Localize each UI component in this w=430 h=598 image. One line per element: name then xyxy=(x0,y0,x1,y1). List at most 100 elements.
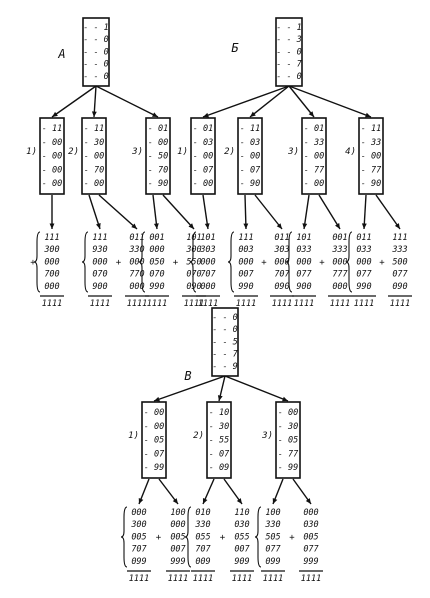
result-digits: 330 xyxy=(128,245,144,255)
result-digits: 033 xyxy=(296,245,311,255)
child-number: 3) xyxy=(287,147,299,157)
result-brace xyxy=(184,506,192,568)
total-digits: 1111 xyxy=(272,299,292,309)
child-value: - 11 xyxy=(84,124,104,134)
total-digits: 1111 xyxy=(390,299,410,309)
result-digits: 990 xyxy=(238,282,253,292)
child-box xyxy=(206,401,232,479)
child-number: 4) xyxy=(345,147,356,157)
child-box xyxy=(275,401,301,479)
child-value: - 00 xyxy=(148,138,168,148)
result-digits: 050 xyxy=(149,257,164,267)
child-number: 3) xyxy=(261,431,273,441)
result-digits: 000 xyxy=(200,257,215,267)
result-digits: 111 xyxy=(238,233,253,243)
root-value: - - 0 xyxy=(83,60,109,70)
result-brace xyxy=(138,231,146,293)
result-arrow-head xyxy=(138,498,144,504)
result-digits: 077 xyxy=(296,270,312,280)
result-arrow xyxy=(318,194,341,230)
child-value: - 00 xyxy=(304,179,324,189)
child-value: - 03 xyxy=(240,138,260,148)
result-digits: 010 xyxy=(195,508,210,518)
result-digits: 700 xyxy=(44,270,59,280)
result-digits: 900 xyxy=(296,282,311,292)
result-digits: 070 xyxy=(92,270,107,280)
child-value: - 30 xyxy=(209,422,229,432)
result-digits: 707 xyxy=(200,270,216,280)
child-value: - 00 xyxy=(42,165,62,175)
total-digits: 1111 xyxy=(90,299,110,309)
result-arrow-head xyxy=(361,223,367,229)
result-digits: 333 xyxy=(331,245,347,255)
child-box xyxy=(301,117,327,195)
child-value: - 70 xyxy=(84,165,104,175)
child-value: - 77 xyxy=(304,165,325,175)
result-digits: 000 xyxy=(332,257,347,267)
root-value: - - 9 xyxy=(212,362,238,372)
root-value: - - 3 xyxy=(276,35,302,45)
result-brace xyxy=(285,231,293,293)
result-digits: 101 xyxy=(296,233,311,243)
result-digits: 055 xyxy=(195,532,210,542)
result-arrow xyxy=(162,194,195,230)
result-arrow-head xyxy=(188,223,194,229)
result-digits: 001 xyxy=(332,233,347,243)
total-digits: 1111 xyxy=(232,574,252,584)
result-digits: 999 xyxy=(303,557,318,567)
panel-label: В xyxy=(184,369,191,383)
plus-sign: + xyxy=(116,258,122,268)
result-digits: 300 xyxy=(43,245,59,255)
root-value: - - 0 xyxy=(83,47,109,57)
result-digits: 110 xyxy=(234,508,249,518)
child-number: 2) xyxy=(68,147,79,157)
tree-edge-arrow-head xyxy=(203,112,209,118)
plus-sign: + xyxy=(156,533,162,543)
result-arrow-head xyxy=(272,498,278,504)
root-value: - - 5 xyxy=(212,337,238,347)
child-value: - 01 xyxy=(193,124,213,134)
result-digits: 000 xyxy=(332,282,347,292)
result-digits: 111 xyxy=(44,233,59,243)
panel-label: Б xyxy=(231,41,239,55)
result-arrow-head xyxy=(302,223,308,229)
result-digits: 000 xyxy=(131,508,146,518)
tree-edge-arrow-head xyxy=(365,112,371,118)
total-digits: 1111 xyxy=(129,574,149,584)
child-value: - 30 xyxy=(278,422,298,432)
child-number: 2) xyxy=(193,431,204,441)
child-value: - 00 xyxy=(361,152,381,162)
plus-sign: + xyxy=(220,533,226,543)
result-digits: 990 xyxy=(149,282,164,292)
child-value: - 10 xyxy=(209,408,229,418)
result-digits: 007 xyxy=(170,545,186,555)
total-digits: 1111 xyxy=(127,299,147,309)
child-value: - 70 xyxy=(148,165,168,175)
result-brace xyxy=(227,231,235,293)
result-digits: 030 xyxy=(303,520,318,530)
child-value: - 00 xyxy=(84,152,104,162)
result-digits: 111 xyxy=(92,233,107,243)
child-box xyxy=(237,117,263,195)
child-value: - 33 xyxy=(304,138,324,148)
total-digits: 1111 xyxy=(330,299,350,309)
result-arrow-head xyxy=(202,498,208,504)
child-value: - 07 xyxy=(144,449,165,459)
child-value: - 11 xyxy=(361,124,381,134)
child-value: - 33 xyxy=(361,138,381,148)
root-value: - - 0 xyxy=(276,72,302,82)
child-value: - 00 xyxy=(42,138,62,148)
result-brace xyxy=(120,506,128,568)
child-box xyxy=(39,117,65,195)
result-digits: 000 xyxy=(129,282,144,292)
result-arrow-head xyxy=(276,223,282,229)
result-digits: 007 xyxy=(238,270,254,280)
result-digits: 777 xyxy=(332,270,348,280)
child-number: 2) xyxy=(224,147,235,157)
result-digits: 099 xyxy=(131,557,146,567)
result-digits: 055 xyxy=(234,532,249,542)
result-digits: 101 xyxy=(200,233,215,243)
total-digits: 1111 xyxy=(168,574,188,584)
total-digits: 1111 xyxy=(236,299,256,309)
tree-edge-arrow-head xyxy=(217,395,223,401)
